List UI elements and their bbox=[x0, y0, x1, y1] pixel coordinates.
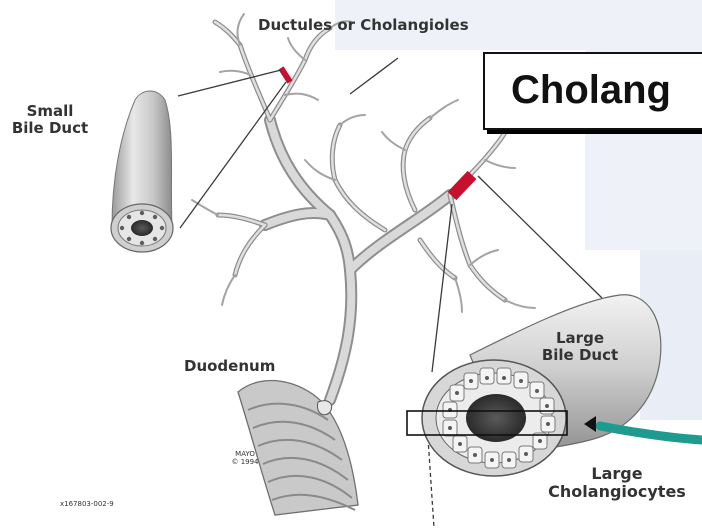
large-cholangiocytes-label: Large Cholangiocytes bbox=[532, 465, 702, 502]
teal-curved-arrow bbox=[600, 426, 702, 440]
large-cholangiocytes-label-line1: Large bbox=[532, 465, 702, 483]
ductules-label: Ductules or Cholangioles bbox=[258, 17, 558, 34]
small-bile-duct-label-line1: Small bbox=[0, 103, 100, 120]
large-bile-duct-label: Large Bile Duct bbox=[520, 330, 640, 365]
red-segment-highlight bbox=[281, 68, 472, 196]
mayo-copyright-line2: © 1994 bbox=[220, 458, 270, 466]
large-bile-duct-label-line2: Bile Duct bbox=[520, 347, 640, 364]
large-bile-duct-label-line1: Large bbox=[520, 330, 640, 347]
duodenum-label: Duodenum bbox=[184, 358, 304, 375]
duodenum-illustration bbox=[238, 381, 358, 515]
mayo-copyright-line1: MAYO bbox=[220, 450, 270, 458]
small-bile-duct-label-line2: Bile Duct bbox=[0, 120, 100, 137]
figure-code: x167803-002-9 bbox=[60, 500, 140, 508]
title-box: Cholang bbox=[483, 52, 702, 130]
small-bile-duct-label: Small Bile Duct bbox=[0, 103, 100, 138]
mayo-copyright: MAYO © 1994 bbox=[220, 450, 270, 467]
large-cholangiocytes-label-line2: Cholangiocytes bbox=[532, 483, 702, 501]
title-text: Cholang bbox=[511, 68, 671, 113]
large-bile-duct-illustration bbox=[407, 295, 661, 476]
small-bile-duct-illustration bbox=[111, 91, 173, 252]
